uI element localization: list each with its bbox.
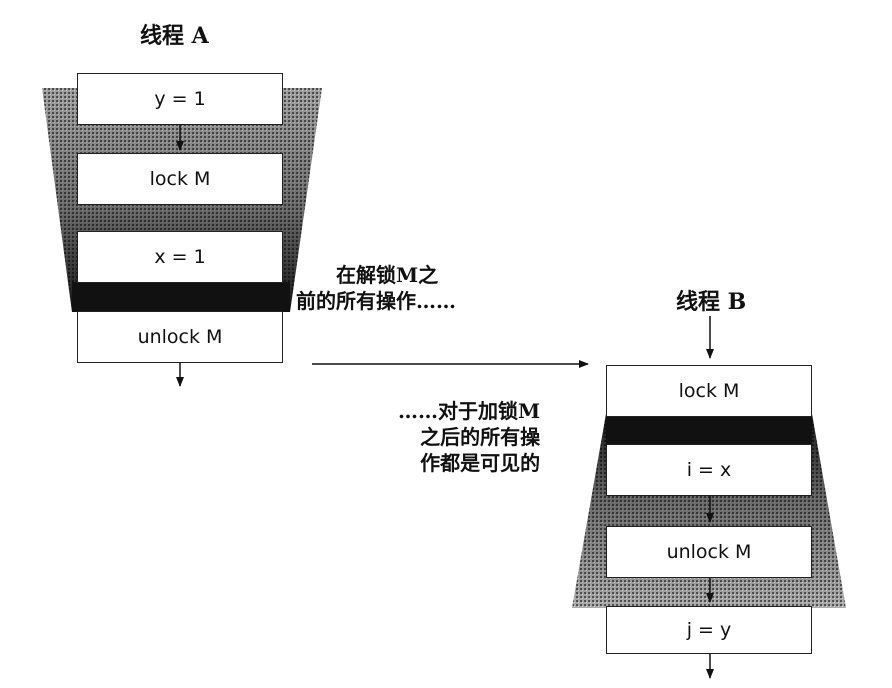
- annotation-after-line-3: 作都是可见的: [420, 451, 541, 475]
- thread-b-title: 线程 B: [676, 289, 747, 315]
- thread-a-title: 线程 A: [140, 23, 209, 49]
- annotation-after-lock: ……对于加锁M 之后的所有操 作都是可见的: [398, 398, 540, 476]
- annotation-before-line-1: 在解锁M之: [336, 263, 439, 287]
- thread-b-step-read-y: j = y: [606, 606, 812, 654]
- thread-b-step-read-x: i = x: [606, 444, 812, 496]
- thread-a-step-lock: lock M: [77, 153, 283, 205]
- thread-b-step-lock: lock M: [606, 365, 812, 417]
- thread-b-step-unlock: unlock M: [606, 526, 812, 578]
- annotation-after-line-2: 之后的所有操: [420, 425, 541, 449]
- thread-a-step-write-y: y = 1: [77, 73, 283, 125]
- thread-a-step-unlock: unlock M: [77, 311, 283, 363]
- annotation-before-unlock: 在解锁M之 前的所有操作……: [296, 262, 456, 314]
- annotation-before-line-2: 前的所有操作……: [296, 289, 456, 313]
- thread-a-step-write-x: x = 1: [77, 231, 283, 283]
- annotation-after-line-1: ……对于加锁M: [398, 399, 541, 423]
